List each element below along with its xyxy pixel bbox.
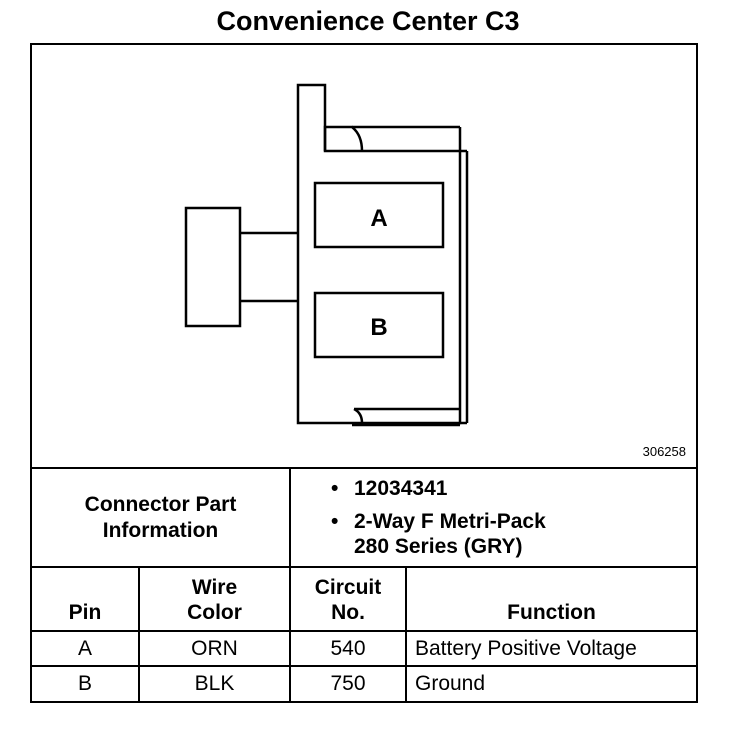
part-number: 12034341: [354, 477, 448, 500]
connector-body: [296, 83, 462, 425]
header-function: Function: [407, 568, 696, 630]
connector-info-frame: A B 306258 Connector Part Information • …: [30, 43, 698, 703]
page-title: Convenience Center C3: [216, 6, 520, 36]
header-wire-color: Wire Color: [140, 568, 289, 630]
row-a-wire-color: ORN: [191, 636, 238, 660]
part-description-line1: 2-Way F Metri-Pack: [354, 510, 546, 533]
header-wire-color-line2: Color: [187, 601, 242, 624]
column-divider: [138, 568, 140, 701]
header-function-text: Function: [507, 601, 596, 624]
cavity-b: [313, 291, 445, 359]
connector-drawing: A B: [184, 83, 469, 427]
connector-diagram: A B 306258: [32, 45, 696, 469]
latch-top: [323, 125, 364, 152]
connector-part-label-line2: Information: [102, 518, 219, 542]
header-wire-color-line1: Wire: [191, 576, 238, 599]
divider: [32, 630, 696, 632]
row-b-pin: B: [77, 672, 92, 695]
row-b-circuit: 750: [330, 672, 366, 695]
header-pin-text: Pin: [68, 601, 102, 624]
row-b-function: Ground: [415, 672, 486, 695]
cavity-a: [313, 181, 445, 249]
row-a-pin: A: [77, 636, 92, 660]
header-circuit-no: Circuit No.: [291, 568, 405, 630]
cavity-a-label: A: [370, 205, 387, 232]
bullet-icon: •: [331, 477, 339, 500]
connector-part-details: • 12034341 • 2-Way F Metri-Pack 280 Seri…: [291, 469, 696, 566]
header-circuit-line2: No.: [331, 601, 365, 624]
row-a-circuit: 540: [330, 636, 366, 660]
row-a-function: Battery Positive Voltage: [415, 636, 637, 660]
cavity-b-label: B: [370, 314, 387, 341]
connector-part-label: Connector Part Information: [32, 469, 291, 566]
figure-id: 306258: [642, 444, 686, 459]
latch-bottom: [353, 407, 460, 424]
column-divider: [405, 568, 407, 701]
row-b-wire-color: BLK: [194, 672, 235, 695]
part-description-line2: 280 Series (GRY): [354, 535, 523, 558]
divider: [32, 665, 696, 667]
column-divider: [289, 568, 291, 701]
connector-part-row: Connector Part Information • 12034341 • …: [32, 469, 696, 568]
connector-part-label-line1: Connector Part: [84, 492, 237, 516]
header-circuit-line1: Circuit: [314, 576, 382, 599]
bullet-icon: •: [331, 510, 339, 533]
pin-table: Pin Wire Color Circuit No. Function A OR…: [32, 568, 696, 701]
header-pin: Pin: [32, 568, 138, 630]
connector-boot: [184, 206, 242, 328]
